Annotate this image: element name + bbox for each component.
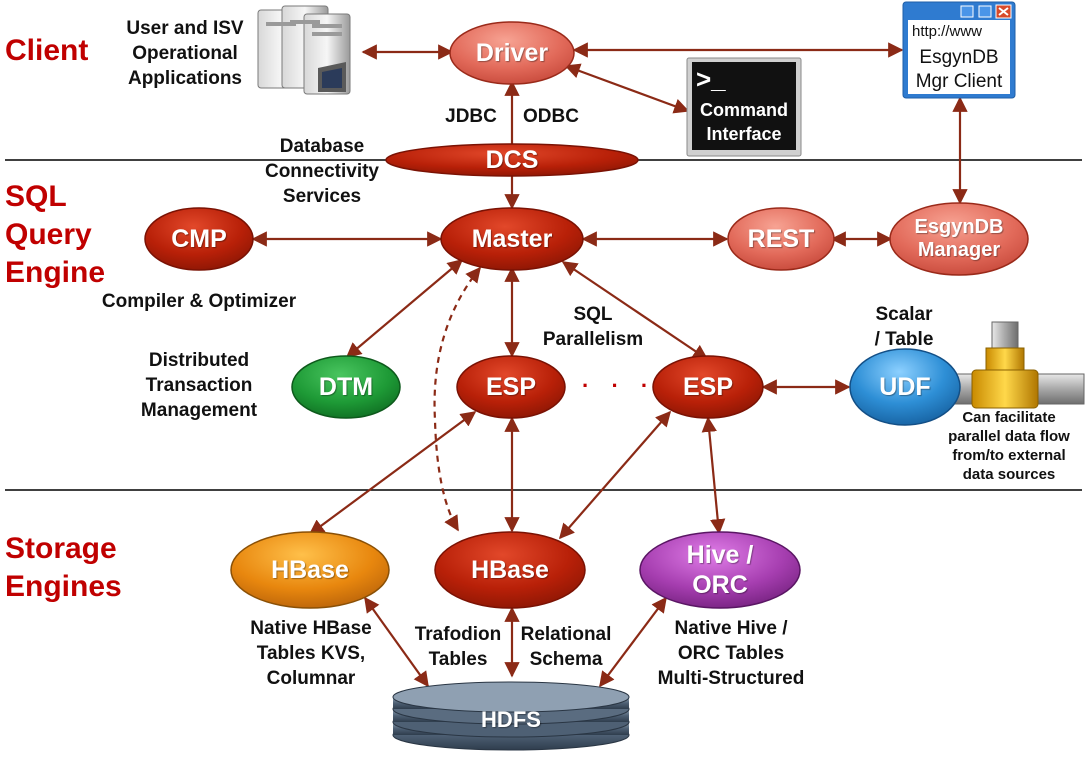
servers-icon [257, 5, 351, 95]
connector-master-dtm [345, 259, 464, 358]
mgr-client-title-line2: Mgr Client [915, 71, 1003, 92]
udf-description-label: Can facilitate parallel data flow from/t… [948, 409, 1070, 483]
command-interface-label: Command Interface [699, 100, 788, 144]
master-node: Master [471, 225, 553, 253]
esgyndb-manager-node-shape [889, 202, 1029, 276]
user-apps-label: User and ISV Operational Applications [126, 18, 244, 89]
connector-hive-hdfs [599, 596, 667, 688]
section-sql-query-engine: SQL Query Engine [5, 180, 106, 289]
dcs-node-shape [385, 143, 639, 177]
dcs-description-label: Database Connectivity Services [264, 136, 380, 207]
master-node-shape [440, 207, 584, 271]
sql-parallelism-label: SQL Parallelism [542, 304, 644, 350]
trafodion-tables-label: Trafodion Tables [414, 624, 502, 670]
relational-schema-label: Relational Schema [520, 624, 612, 670]
esp-right-node: ESP [682, 373, 734, 401]
connector-master-espright [561, 261, 709, 360]
connector-espright-hbasetraf [558, 410, 672, 540]
udf-node-shape [849, 348, 961, 426]
rest-node-shape [727, 207, 835, 271]
esp-right-node-shape [652, 355, 764, 419]
odbc-label: ODBC [523, 106, 579, 127]
hbase-trafodion-node: HBase [471, 556, 549, 584]
hbase-native-node-shape [230, 531, 390, 609]
esgyndb-manager-node: EsgynDB Manager [914, 216, 1004, 261]
native-hive-label: Native Hive / ORC Tables Multi-Structure… [657, 618, 805, 689]
connector-espright-hive [701, 416, 726, 535]
hdfs-disk-stack [392, 681, 630, 751]
compiler-label: Compiler & Optimizer [101, 291, 297, 312]
section-client: Client [5, 34, 89, 67]
esp-left-node-shape [456, 355, 566, 419]
pipe-valve-icon [949, 321, 1085, 409]
hive-orc-node-shape [639, 531, 801, 609]
native-hbase-label: Native HBase Tables KVS, Columnar [250, 618, 372, 689]
hbase-trafodion-node-shape [434, 531, 586, 609]
mgr-client-url: http://www [912, 23, 983, 40]
hdfs-node: HDFS [481, 707, 541, 732]
udf-node: UDF [879, 373, 931, 401]
connector-driver-command [564, 63, 690, 114]
esp-left-node: ESP [485, 373, 537, 401]
cmp-node: CMP [171, 225, 227, 253]
cmp-node-shape [144, 207, 254, 271]
dcs-node: DCS [485, 146, 539, 174]
connector-espleft-hbasenative [308, 411, 477, 535]
mgr-client-title-line1: EsgynDB [919, 47, 999, 68]
mgr-client-window [902, 1, 1016, 99]
driver-node: Driver [475, 39, 549, 67]
scalar-table-label: Scalar / Table [874, 304, 934, 350]
section-storage-engines: Storage Engines [5, 532, 122, 603]
command-prompt-icon: >_ [696, 64, 726, 94]
jdbc-label: JDBC [445, 106, 497, 127]
dtm-node: DTM [318, 373, 374, 401]
connector-hbasenative-hdfs [364, 596, 429, 688]
dtm-node-shape [291, 355, 401, 419]
rest-node: REST [747, 225, 815, 253]
hive-orc-node: Hive / ORC [686, 541, 754, 599]
hbase-native-node: HBase [271, 556, 349, 584]
driver-node-shape [449, 21, 575, 85]
command-terminal [686, 57, 802, 157]
dtm-description-label: Distributed Transaction Management [140, 350, 258, 421]
